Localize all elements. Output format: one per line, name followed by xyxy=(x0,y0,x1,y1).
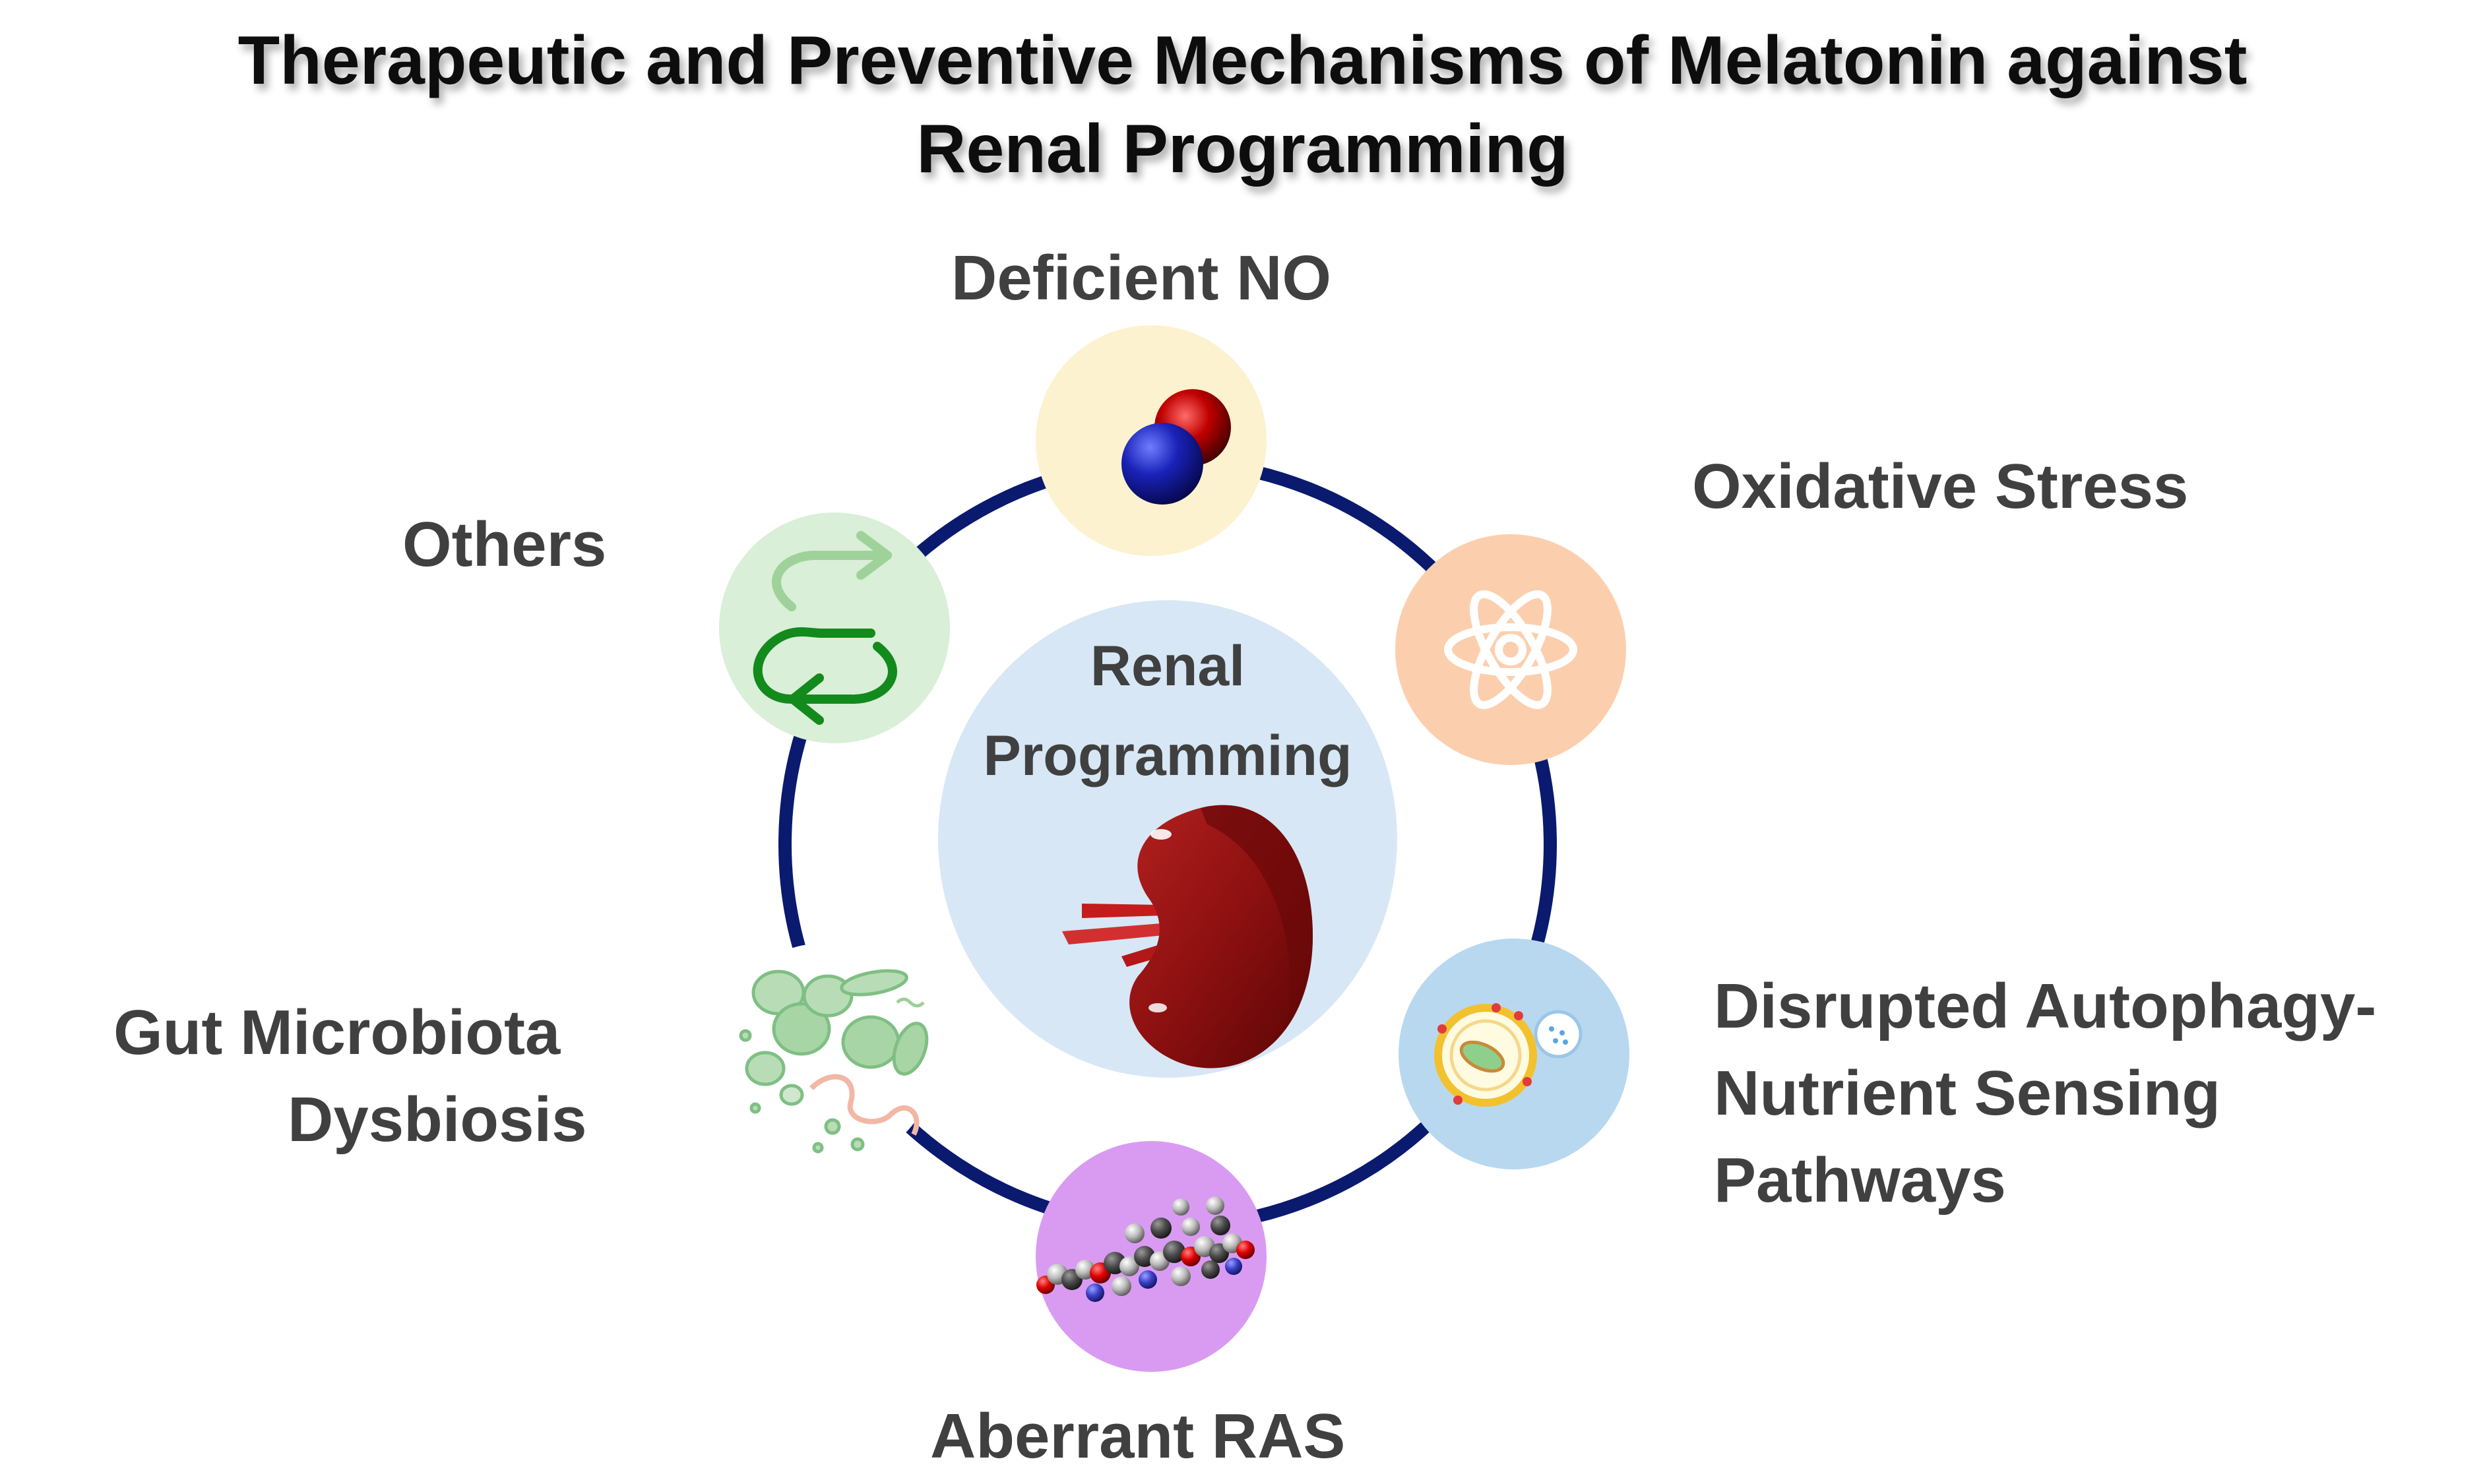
oxidative-stress-node xyxy=(1395,534,1626,765)
cell-icon xyxy=(1434,1003,1583,1107)
figure-title-line-2: Renal Programming xyxy=(916,111,1569,187)
aberrant-ras-node xyxy=(1036,1141,1267,1372)
protein-molecule-icon xyxy=(1036,1196,1255,1302)
label-autophagy-line-1: Disrupted Autophagy- xyxy=(1714,971,2377,1041)
label-deficient-no: Deficient NO xyxy=(951,243,1332,313)
cycle-arrows-icon xyxy=(753,531,897,725)
label-others: Others xyxy=(402,509,607,580)
kidney-icon xyxy=(1062,805,1313,1068)
label-aberrant-ras: Aberrant RAS xyxy=(930,1401,1346,1471)
label-oxidative-stress: Oxidative Stress xyxy=(1692,451,2189,522)
no-molecule-icon xyxy=(1121,389,1231,505)
gut-microbiota-node xyxy=(712,943,937,1167)
label-gut-line-2: Dysbiosis xyxy=(288,1084,587,1155)
deficient-no-node xyxy=(1036,325,1267,556)
label-gut-line-1: Gut Microbiota xyxy=(113,997,561,1068)
center-label-line-2: Programming xyxy=(983,724,1352,788)
figure-title-line-1: Therapeutic and Preventive Mechanisms of… xyxy=(237,22,2248,99)
label-autophagy-line-3: Pathways xyxy=(1714,1145,2006,1216)
autophagy-node xyxy=(1399,939,1629,1169)
label-autophagy-line-2: Nutrient Sensing xyxy=(1714,1058,2221,1128)
atom-icon xyxy=(1444,590,1577,710)
bacteria-icon xyxy=(739,969,929,1154)
others-node xyxy=(719,512,950,743)
center-label-line-1: Renal xyxy=(1090,634,1245,698)
